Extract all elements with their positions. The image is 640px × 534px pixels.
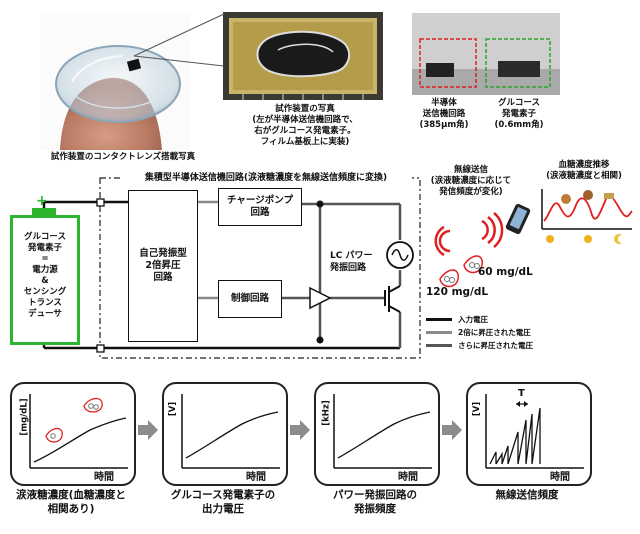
panel-oscillation-frequency: [kHz] 時間 xyxy=(314,382,440,486)
panel-4-period-label: T xyxy=(518,388,525,399)
chip-photo-caption: 試作装置の写真 (左が半導体送信機回路で、 右がグルコース発電素子。 フィルム基… xyxy=(252,104,358,147)
legend-item-double: 2倍に昇圧された電圧 xyxy=(426,326,556,339)
panel-transmission-frequency-chart xyxy=(485,394,584,469)
panel-1-caption: 涙液糖濃度(血糖濃度と 相関あり) xyxy=(16,489,126,515)
oscillator-label: 自己発振型 2倍昇圧 回路 xyxy=(139,248,187,283)
panel-1-ylabel: [mg/dL] xyxy=(19,398,30,436)
circuit-wires xyxy=(42,177,421,359)
panel-tear-glucose: [mg/dL] 時間 xyxy=(10,382,136,486)
panel-3-ylabel: [kHz] xyxy=(321,400,332,426)
glucose-120-label: 120 mg/dL xyxy=(426,286,489,298)
legend-label-double: 2倍に昇圧された電圧 xyxy=(458,328,531,337)
legend-item-further: さらに昇圧された電圧 xyxy=(426,339,556,352)
contact-lens-photo xyxy=(40,12,190,150)
panel-2-ylabel: [V] xyxy=(168,401,179,417)
arrow-right-icon xyxy=(138,420,158,440)
lc-oscillator-label: LC パワー 発振回路 xyxy=(330,251,373,273)
control-label: 制御回路 xyxy=(230,293,269,304)
circuit-title: 集積型半導体送信機回路(涙液糖濃度を無線送信頻度に変換) xyxy=(120,172,412,184)
panel-2-xlabel: 時間 xyxy=(246,472,266,483)
glucose-element-caption: グルコース 発電素子 (0.6mm角) xyxy=(494,98,544,130)
glucose-power-source: グルコース 発電素子 = 電力源 & センシング トランス デューサ xyxy=(10,215,80,345)
panel-transmission-frequency: T [V] 時間 xyxy=(466,382,592,486)
panel-generator-voltage: [V] 時間 xyxy=(162,382,288,486)
oscillator-block: 自己発振型 2倍昇圧 回路 xyxy=(128,190,198,342)
panel-2-caption: グルコース発電素子の 出力電圧 xyxy=(170,489,276,515)
blood-sugar-title: 血糖濃度推移 (涙液糖濃度と相関) xyxy=(546,160,622,181)
arrow-right-icon xyxy=(442,420,462,440)
chip-photo xyxy=(223,12,383,100)
panel-3-xlabel: 時間 xyxy=(398,472,418,483)
wireless-title: 無線送信 (涙液糖濃度に応じて 発信頻度が変化) xyxy=(430,165,512,197)
panel-oscillation-frequency-chart xyxy=(333,394,432,469)
wireless-graphic xyxy=(434,203,531,288)
glucose-60-label: 60 mg/dL xyxy=(478,266,533,278)
source-plus-terminal xyxy=(32,208,56,216)
component-photo xyxy=(412,13,560,95)
source-plus-sign: + xyxy=(36,193,48,209)
legend-label-input: 入力電圧 xyxy=(458,315,488,324)
panel-4-xlabel: 時間 xyxy=(550,472,570,483)
panel-4-caption: 無線送信頻度 xyxy=(495,489,559,501)
arrow-right-icon xyxy=(290,420,310,440)
chargepump-block: チャージポンプ 回路 xyxy=(218,188,302,226)
voltage-legend: 入力電圧 2倍に昇圧された電圧 さらに昇圧された電圧 xyxy=(426,313,556,352)
control-block: 制御回路 xyxy=(218,280,282,318)
photo-pointer-lines xyxy=(133,13,225,67)
legend-item-input: 入力電圧 xyxy=(426,313,556,326)
chargepump-label: チャージポンプ 回路 xyxy=(227,195,293,218)
source-minus-sign: − xyxy=(36,336,48,352)
legend-swatch-double xyxy=(426,331,452,334)
blood-sugar-graph xyxy=(541,189,633,244)
legend-swatch-further xyxy=(426,344,452,347)
glucose-source-label: グルコース 発電素子 = 電力源 & センシング トランス デューサ xyxy=(23,232,67,319)
legend-label-further: さらに昇圧された電圧 xyxy=(458,341,533,350)
lens-photo-caption: 試作装置のコンタクトレンズ搭載写真 xyxy=(50,152,196,162)
panel-tear-glucose-chart xyxy=(29,394,128,469)
panel-4-ylabel: [V] xyxy=(472,401,483,417)
semiconductor-caption: 半導体 送信機回路 (385μm角) xyxy=(419,98,469,130)
panel-1-xlabel: 時間 xyxy=(94,472,114,483)
panel-3-caption: パワー発振回路の 発振頻度 xyxy=(333,489,417,515)
panel-generator-voltage-chart xyxy=(181,394,280,469)
legend-swatch-input xyxy=(426,318,452,321)
